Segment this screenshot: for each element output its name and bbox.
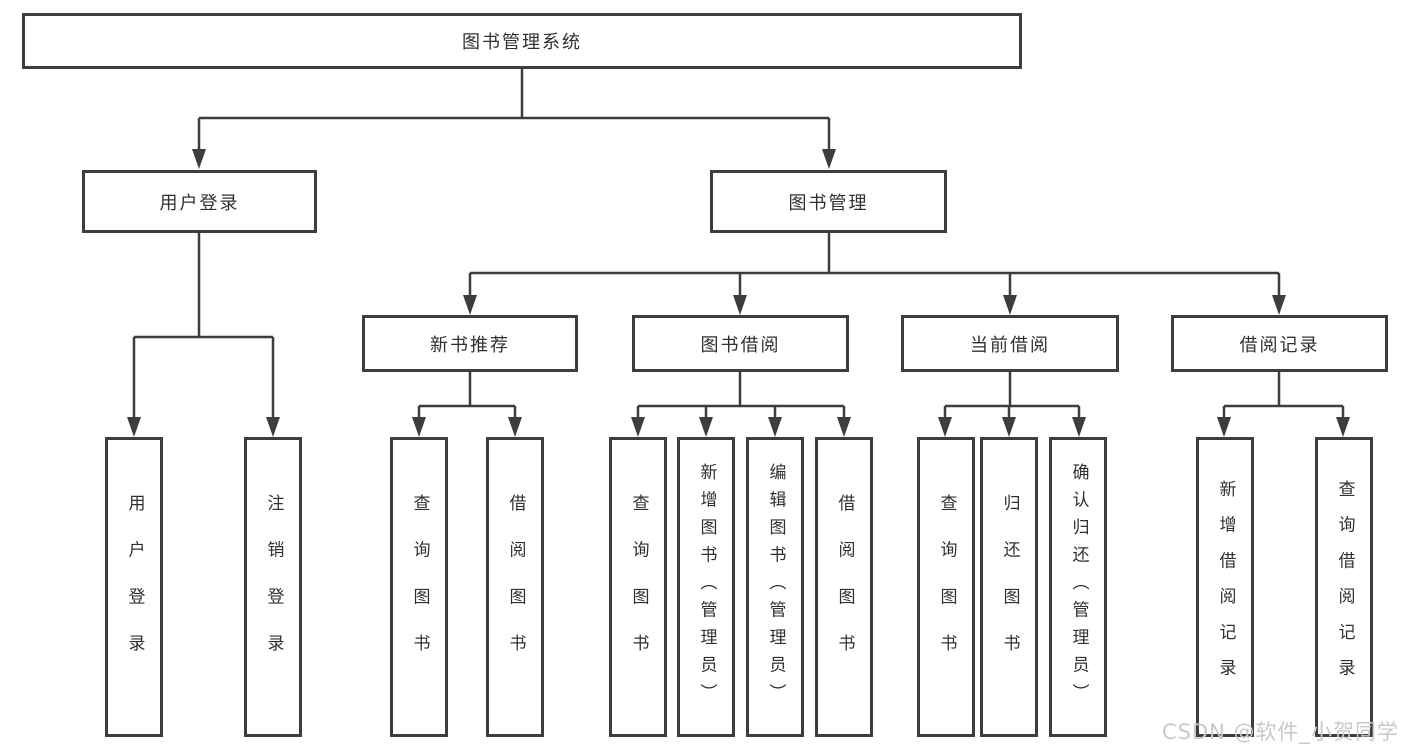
arrow-down-icon [837, 417, 851, 437]
node-book-borrow: 图书借阅 [632, 315, 849, 372]
arrow-down-icon [463, 295, 477, 315]
arrow-down-icon [733, 295, 747, 315]
arrow-down-icon [699, 417, 713, 437]
leaf-borrow-add-books-admin: 新增图书（管理员） [677, 437, 735, 737]
arrow-down-icon [1072, 417, 1086, 437]
leaf-current-query-books: 查询图书 [917, 437, 975, 737]
leaf-borrow-query-books: 查询图书 [609, 437, 667, 737]
csdn-watermark: CSDN @软件_小贺同学 [1161, 720, 1399, 744]
connector-newbookrec-to-leaves [412, 372, 522, 437]
arrow-down-icon [1002, 417, 1016, 437]
connector-bookborrow-to-leaves [631, 372, 851, 437]
arrow-down-icon [938, 417, 952, 437]
arrow-down-icon [412, 417, 426, 437]
connector-userlogin-to-leaves [127, 233, 280, 437]
leaf-label: 确认归还（管理员） [1068, 463, 1089, 711]
leaf-records-query-record: 查询借阅记录 [1315, 437, 1373, 737]
leaf-current-return-books: 归还图书 [980, 437, 1038, 737]
node-book-management: 图书管理 [710, 170, 947, 233]
leaf-newrec-query-books: 查询图书 [390, 437, 448, 737]
leaf-label: 借阅图书 [834, 493, 855, 681]
arrow-down-icon [508, 417, 522, 437]
arrow-down-icon [631, 417, 645, 437]
leaf-label: 借阅图书 [505, 493, 526, 681]
node-new-book-recommend: 新书推荐 [362, 315, 578, 372]
leaf-label: 注销登录 [263, 493, 284, 681]
node-user-login: 用户登录 [82, 170, 317, 233]
leaf-label: 查询图书 [409, 493, 430, 681]
leaf-label: 用户登录 [124, 493, 145, 681]
leaf-label: 查询图书 [936, 493, 957, 681]
arrow-down-icon [1272, 295, 1286, 315]
node-root-library-system: 图书管理系统 [22, 13, 1022, 69]
arrow-down-icon [1217, 417, 1231, 437]
connector-borrowrecords-to-leaves [1217, 372, 1350, 437]
arrow-down-icon [768, 417, 782, 437]
node-borrow-records: 借阅记录 [1171, 315, 1388, 372]
leaf-borrow-borrow-books: 借阅图书 [815, 437, 873, 737]
arrow-down-icon [192, 149, 206, 169]
leaf-current-confirm-return-admin: 确认归还（管理员） [1049, 437, 1107, 737]
arrow-down-icon [1336, 417, 1350, 437]
connector-currentborrow-to-leaves [938, 372, 1086, 437]
connector-bookmgmt-to-level3 [463, 233, 1286, 315]
leaf-borrow-edit-books-admin: 编辑图书（管理员） [746, 437, 804, 737]
leaf-label: 新增借阅记录 [1215, 479, 1236, 695]
leaf-newrec-borrow-books: 借阅图书 [486, 437, 544, 737]
leaf-label: 归还图书 [999, 493, 1020, 681]
arrow-down-icon [266, 417, 280, 437]
leaf-label: 编辑图书（管理员） [765, 463, 786, 711]
node-current-borrow: 当前借阅 [901, 315, 1119, 372]
arrow-down-icon [822, 149, 836, 169]
connector-root-to-level2 [192, 69, 836, 169]
arrow-down-icon [127, 417, 141, 437]
leaf-label: 查询借阅记录 [1334, 479, 1355, 695]
leaf-logout: 注销登录 [244, 437, 302, 737]
arrow-down-icon [1003, 295, 1017, 315]
leaf-user-login: 用户登录 [105, 437, 163, 737]
leaf-label: 查询图书 [628, 493, 649, 681]
leaf-records-add-record: 新增借阅记录 [1196, 437, 1254, 737]
leaf-label: 新增图书（管理员） [696, 463, 717, 711]
